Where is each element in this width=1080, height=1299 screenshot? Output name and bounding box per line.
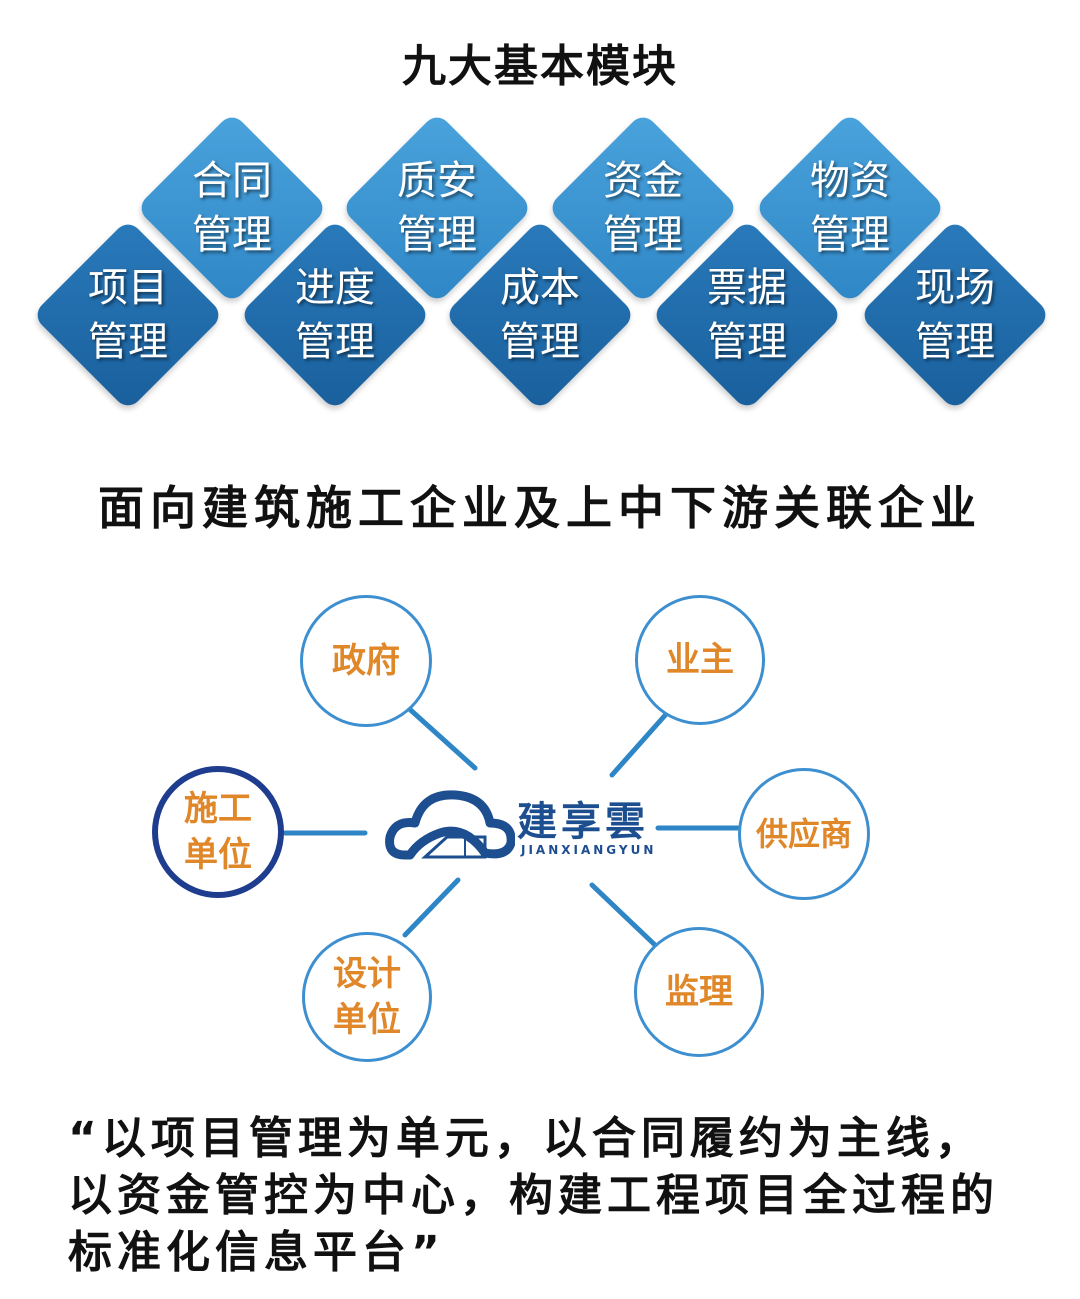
logo-chinese-name: 建享雲	[517, 798, 649, 845]
jianxiangyun-logo: 建享雲 JIANXIANGYUN	[385, 785, 655, 865]
module-label-line2: 管理	[397, 212, 477, 258]
module-label: 成本管理	[460, 261, 620, 369]
module-label-line1: 资金	[603, 158, 683, 204]
module-label: 资金管理	[563, 154, 723, 262]
connector-line	[402, 877, 461, 938]
module-label-line1: 项目	[88, 265, 168, 311]
node-label: 业主	[666, 640, 734, 680]
node-supervision: 监理	[634, 927, 764, 1057]
module-label-line1: 进度	[295, 265, 375, 311]
module-label: 现场管理	[875, 261, 1035, 369]
module-label-line1: 成本	[500, 265, 580, 311]
module-label-line1: 现场	[915, 265, 995, 311]
audience-title: 面向建筑施工企业及上中下游关联企业	[98, 481, 982, 535]
node-label: 设计单位	[333, 954, 401, 1040]
module-label: 票据管理	[667, 261, 827, 369]
module-label-line1: 质安	[397, 158, 477, 204]
slogan-quote: “以项目管理为单元，以合同履约为主线，以资金管控为中心，构建工程项目全过程的标准…	[68, 1113, 999, 1278]
node-label: 监理	[665, 972, 733, 1012]
node-owner: 业主	[635, 595, 765, 725]
module-label: 项目管理	[48, 261, 208, 369]
module-label-line1: 物资	[810, 158, 890, 204]
module-label-line2: 管理	[500, 319, 580, 365]
modules-title: 九大基本模块	[402, 41, 678, 92]
module-label-line1: 票据	[707, 265, 787, 311]
module-label-line1: 合同	[192, 158, 272, 204]
module-label-line2: 管理	[707, 319, 787, 365]
connector-line	[609, 709, 671, 778]
module-label: 合同管理	[152, 154, 312, 262]
module-label: 进度管理	[255, 261, 415, 369]
connector-line	[589, 882, 658, 948]
logo-english-name: JIANXIANGYUN	[521, 843, 657, 857]
cloud-building-icon	[385, 790, 516, 860]
connector-line	[402, 702, 478, 771]
module-label-line2: 管理	[192, 212, 272, 258]
module-label-line2: 管理	[88, 319, 168, 365]
node-supplier: 供应商	[738, 768, 870, 900]
module-label-line2: 管理	[810, 212, 890, 258]
module-label-line2: 管理	[295, 319, 375, 365]
node-label: 施工单位	[184, 789, 252, 875]
node-label: 供应商	[755, 815, 852, 853]
module-label-line2: 管理	[603, 212, 683, 258]
module-label: 物资管理	[770, 154, 930, 262]
node-construction-unit: 施工单位	[152, 766, 284, 898]
module-label: 质安管理	[357, 154, 517, 262]
node-design-unit: 设计单位	[302, 932, 432, 1062]
node-government: 政府	[300, 595, 432, 727]
module-label-line2: 管理	[915, 319, 995, 365]
node-label: 政府	[332, 641, 400, 681]
